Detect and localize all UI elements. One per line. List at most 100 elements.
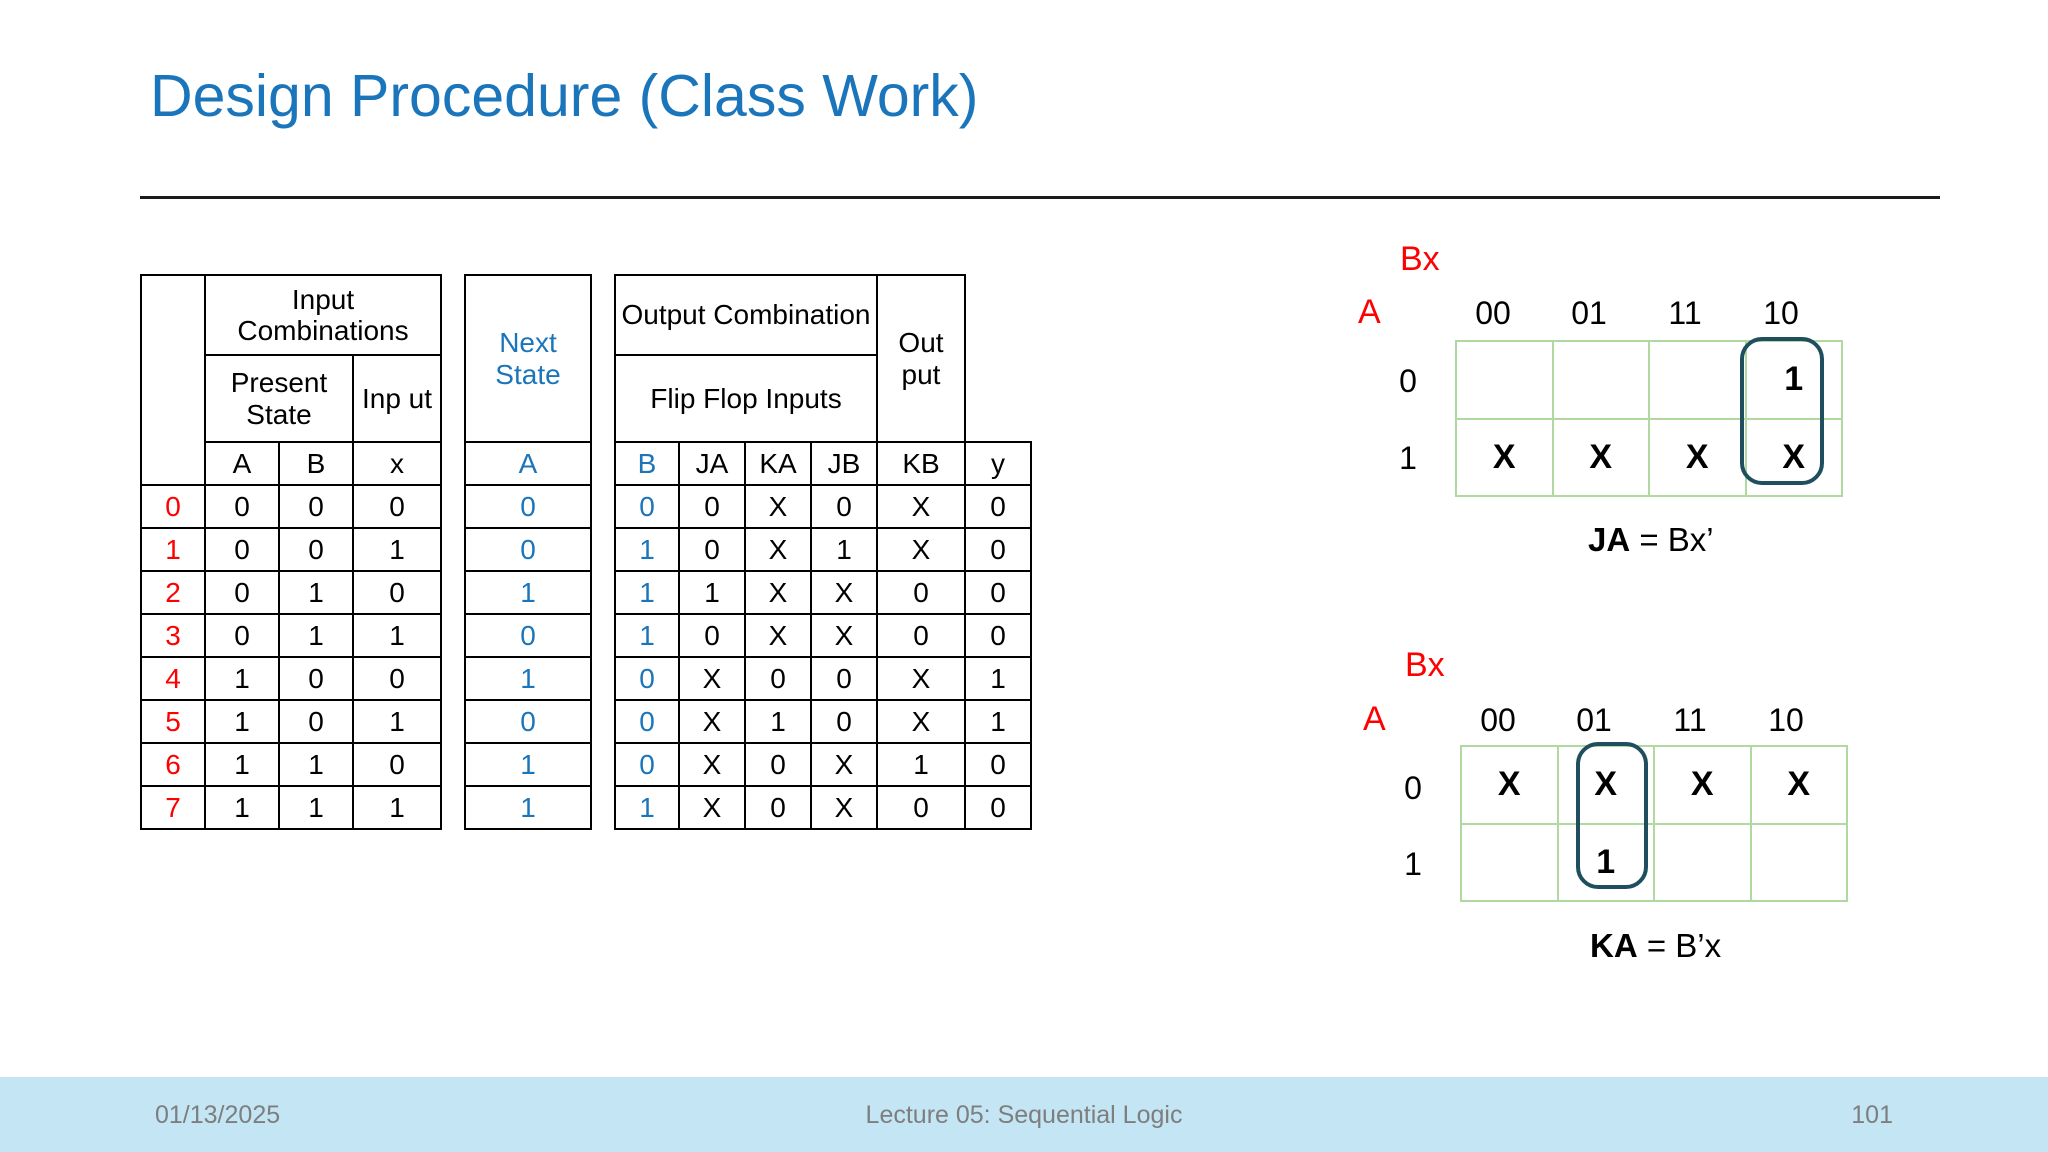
kmap-ka-cell-r0c0[interactable]: X — [1462, 747, 1559, 825]
kmap-ka-col-var-label: Bx — [1405, 646, 1445, 684]
cell-JB: X — [810, 613, 878, 658]
cell-input-x: 0 — [352, 570, 442, 615]
cell-y: 1 — [964, 656, 1032, 701]
cell-y: 0 — [964, 785, 1032, 830]
kmap-ka-col-header-01: 01 — [1576, 702, 1612, 738]
cell-input-x: 1 — [352, 613, 442, 658]
kmap-ja-cell-r1c1[interactable]: X — [1553, 419, 1650, 497]
cell-JA: X — [678, 699, 746, 744]
table-header-row-1: Input Combinations Next State Output Com… — [140, 274, 1031, 829]
cell-KA: X — [744, 484, 812, 529]
cell-y: 0 — [964, 742, 1032, 787]
cell-index: 3 — [140, 613, 206, 658]
cell-present-B: 1 — [278, 785, 354, 830]
kmap-ja-col-header-01: 01 — [1571, 295, 1607, 331]
kmap-ja-equation: JA = Bx’ — [1588, 521, 1714, 559]
cell-present-A: 1 — [204, 656, 280, 701]
kmap-ja-row-header-1: 1 — [1399, 440, 1417, 476]
table-row: 2 0 1 0 1 1 1 X X 0 0 — [140, 570, 1032, 615]
kmap-ja-cell-r1c3[interactable]: X — [1746, 419, 1843, 497]
kmap-ka-row-header-1: 1 — [1404, 846, 1422, 882]
cell-JA: 0 — [678, 613, 746, 658]
cell-JA: X — [678, 742, 746, 787]
state-truth-table: Input Combinations Next State Output Com… — [140, 274, 1032, 830]
cell-next-B: 0 — [614, 742, 680, 787]
cell-present-A: 0 — [204, 527, 280, 572]
col-header-A: A — [204, 441, 280, 486]
header-input: Inp ut — [352, 354, 442, 443]
cell-y: 0 — [964, 484, 1032, 529]
cell-present-B: 1 — [278, 742, 354, 787]
cell-present-B: 0 — [278, 656, 354, 701]
kmap-ja-col-var-label: Bx — [1400, 240, 1440, 278]
cell-next-B: 1 — [614, 613, 680, 658]
cell-JA: 0 — [678, 484, 746, 529]
kmap-ja-grid: 1 X X X X — [1455, 340, 1843, 497]
cell-present-A: 0 — [204, 613, 280, 658]
col-header-y: y — [964, 441, 1032, 486]
spacer-right — [591, 275, 615, 829]
kmap-ka-cell-r1c3[interactable] — [1751, 824, 1848, 902]
kmap-ka-cell-r1c2[interactable] — [1655, 824, 1752, 902]
kmap-ja-cell-r0c3[interactable]: 1 — [1746, 342, 1843, 420]
cell-JA: 0 — [678, 527, 746, 572]
cell-next-B: 0 — [614, 484, 680, 529]
cell-JB: 1 — [810, 527, 878, 572]
header-output: Out put — [876, 274, 966, 443]
cell-y: 1 — [964, 699, 1032, 744]
cell-present-B: 1 — [278, 613, 354, 658]
cell-present-A: 1 — [204, 742, 280, 787]
cell-next-B: 0 — [614, 656, 680, 701]
kmap-ja-cell-r0c1[interactable] — [1553, 342, 1650, 420]
kmap-ka-equation-name: KA — [1590, 927, 1638, 964]
kmap-ja-cell-r0c2[interactable] — [1650, 342, 1747, 420]
footer-bar — [0, 1077, 2048, 1152]
cell-present-B: 0 — [278, 699, 354, 744]
title-divider — [140, 196, 1940, 199]
kmap-ka-cell-r0c1[interactable]: X — [1558, 747, 1655, 825]
cell-next-A: 0 — [464, 613, 592, 658]
kmap-ka-cell-r1c1[interactable]: 1 — [1558, 824, 1655, 902]
cell-KA: 0 — [744, 742, 812, 787]
table-row: 4 1 0 0 1 0 X 0 0 X 1 — [140, 656, 1032, 701]
cell-KB: 0 — [876, 613, 966, 658]
cell-input-x: 0 — [352, 742, 442, 787]
kmap-ja-equation-name: JA — [1588, 521, 1631, 558]
col-header-next-A: A — [464, 441, 592, 486]
cell-index: 2 — [140, 570, 206, 615]
cell-KA: X — [744, 570, 812, 615]
kmap-ka-cell-r0c3[interactable]: X — [1751, 747, 1848, 825]
cell-next-A: 0 — [464, 484, 592, 529]
table-header-row-3: A B x A B JA KA JB KB y — [141, 441, 1032, 486]
cell-JB: 0 — [810, 656, 878, 701]
cell-KB: X — [876, 527, 966, 572]
cell-KA: X — [744, 527, 812, 572]
header-input-combinations: Input Combinations — [204, 274, 442, 356]
truth-table-grid: Input Combinations Next State Output Com… — [140, 274, 1032, 830]
header-flip-flop-inputs: Flip Flop Inputs — [614, 354, 878, 443]
cell-index: 7 — [140, 785, 206, 830]
index-header-cell — [140, 274, 206, 486]
kmap-ja-cell-r1c2[interactable]: X — [1650, 419, 1747, 497]
kmap-ka-row-header-0: 0 — [1404, 770, 1422, 806]
cell-next-B: 1 — [614, 785, 680, 830]
col-header-JB: JB — [810, 441, 878, 486]
kmap-ka-grid: X X X X 1 — [1460, 745, 1848, 902]
cell-KB: 0 — [876, 785, 966, 830]
cell-index: 6 — [140, 742, 206, 787]
kmap-ja-cell-r0c0[interactable] — [1457, 342, 1554, 420]
cell-KA: X — [744, 613, 812, 658]
spacer-left — [441, 275, 465, 829]
kmap-ka-cell-r0c2[interactable]: X — [1655, 747, 1752, 825]
table-row: 0 0 0 0 0 0 0 X 0 X 0 — [140, 484, 1032, 529]
cell-next-B: 1 — [614, 527, 680, 572]
kmap-ka-cell-r1c0[interactable] — [1462, 824, 1559, 902]
cell-JA: X — [678, 785, 746, 830]
cell-y: 0 — [964, 527, 1032, 572]
col-header-next-B: B — [614, 441, 680, 486]
kmap-ja-cell-r1c0[interactable]: X — [1457, 419, 1554, 497]
kmap-ka-equation: KA = B’x — [1590, 927, 1721, 965]
cell-JB: 0 — [810, 484, 878, 529]
cell-KA: 0 — [744, 656, 812, 701]
col-header-B: B — [278, 441, 354, 486]
